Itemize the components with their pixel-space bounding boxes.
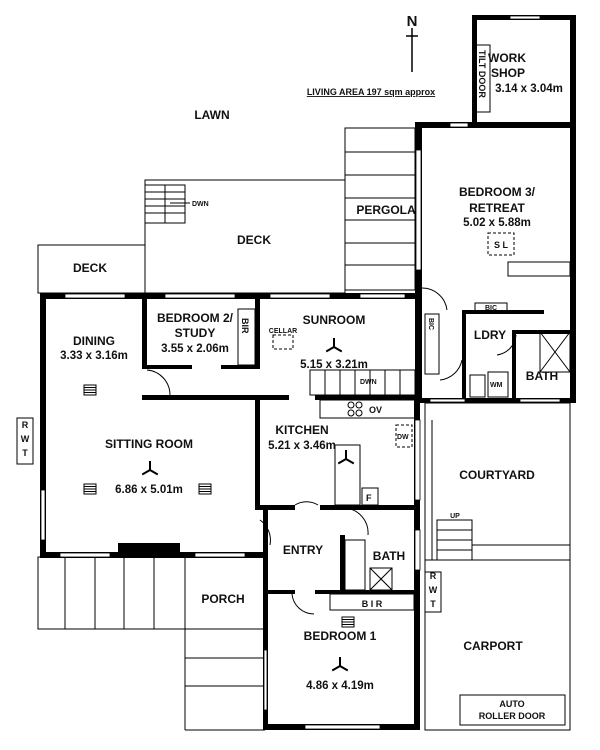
carport-label: CARPORT: [463, 639, 523, 653]
auto-door-label-1: AUTO: [499, 699, 524, 709]
bic-top-label: BIC: [485, 305, 497, 312]
heating-vent-icon: [83, 483, 97, 495]
workshop-name-1: WORK: [488, 51, 526, 65]
heating-vents: [83, 384, 355, 628]
bedroom2-bir-label: BIR: [240, 318, 250, 334]
ceiling-fan-icon: [337, 450, 355, 465]
sitting-room-dims: 6.86 x 5.01m: [115, 484, 183, 496]
oven-label: OV: [369, 405, 382, 415]
front-bath-name: BATH: [373, 549, 405, 563]
bedroom2-name-2: STUDY: [175, 326, 216, 340]
deck-main-label: DECK: [237, 233, 271, 247]
kitchen-dims: 5.21 x 3.46m: [268, 440, 336, 452]
living-area-title: LIVING AREA 197 sqm approx: [307, 87, 435, 97]
tilt-door-label: TILT DOOR: [477, 50, 487, 98]
courtyard-label: COURTYARD: [459, 468, 535, 482]
sunroom-name: SUNROOM: [303, 313, 366, 327]
porch-label: PORCH: [201, 592, 244, 606]
lawn-label: LAWN: [194, 108, 229, 122]
sitting-room-name: SITTING ROOM: [105, 437, 193, 451]
ceiling-fan-icon: [331, 657, 349, 672]
bedroom1-bir-label: B I R: [362, 599, 383, 609]
bedroom3-dims: 5.02 x 5.88m: [463, 217, 531, 229]
entry-name: ENTRY: [283, 543, 323, 557]
windows: [40, 15, 561, 730]
workshop-dims: 3.14 x 3.04m: [495, 83, 563, 95]
cellar-label: CELLAR: [269, 328, 297, 335]
dining-name: DINING: [73, 334, 115, 348]
ceiling-fans: [141, 338, 355, 672]
rear-bath-name: BATH: [526, 369, 558, 383]
workshop-name-2: SHOP: [491, 66, 525, 80]
deck-stairs: [144, 184, 190, 224]
sunroom-stairs-label: DWN: [360, 379, 377, 386]
heating-vent-icon: [198, 483, 212, 495]
skylight-label: S L: [494, 240, 509, 250]
pergola-label: PERGOLA: [356, 203, 416, 217]
sunroom-dims: 5.15 x 3.21m: [300, 359, 368, 371]
dining-dims: 3.33 x 3.16m: [60, 350, 128, 362]
fixtures: [146, 44, 571, 615]
rwt-left-label: RWT: [20, 420, 30, 462]
rwt-left-box: [16, 417, 34, 465]
skylight: [487, 232, 515, 256]
bedroom1-name: BEDROOM 1: [304, 629, 377, 643]
kitchen-name: KITCHEN: [275, 423, 328, 437]
north-arrow-icon: [406, 28, 418, 72]
deck-stairs-label: DWN: [192, 201, 209, 208]
rwt-right-box: [424, 571, 442, 613]
bedroom1-dims: 4.86 x 4.19m: [306, 680, 374, 692]
heating-vent-icon: [83, 384, 97, 396]
dishwasher-label: DW: [397, 434, 409, 441]
auto-door-label-2: ROLLER DOOR: [479, 711, 546, 721]
compass-label: N: [407, 13, 418, 30]
heating-vent-icon: [341, 616, 355, 628]
bedroom2-dims: 3.55 x 2.06m: [161, 343, 229, 355]
bedroom2-name-1: BEDROOM 2/: [157, 311, 234, 325]
ceiling-fan-icon: [141, 461, 159, 476]
washer-label: WM: [490, 382, 503, 389]
bic-side-label: BIC: [427, 318, 434, 330]
rwt-right-label: RWT: [428, 571, 438, 613]
fridge-label: F: [366, 493, 372, 503]
ceiling-fan-icon: [325, 338, 343, 353]
deck-left-label: DECK: [73, 261, 107, 275]
bedroom3-name-2: RETREAT: [469, 201, 525, 215]
cellar-hatch: [272, 334, 294, 350]
bedroom3-name-1: BEDROOM 3/: [459, 185, 536, 199]
tilt-door: [474, 44, 491, 113]
courtyard-stairs-label: UP: [450, 513, 460, 520]
laundry-name: LDRY: [474, 328, 506, 342]
